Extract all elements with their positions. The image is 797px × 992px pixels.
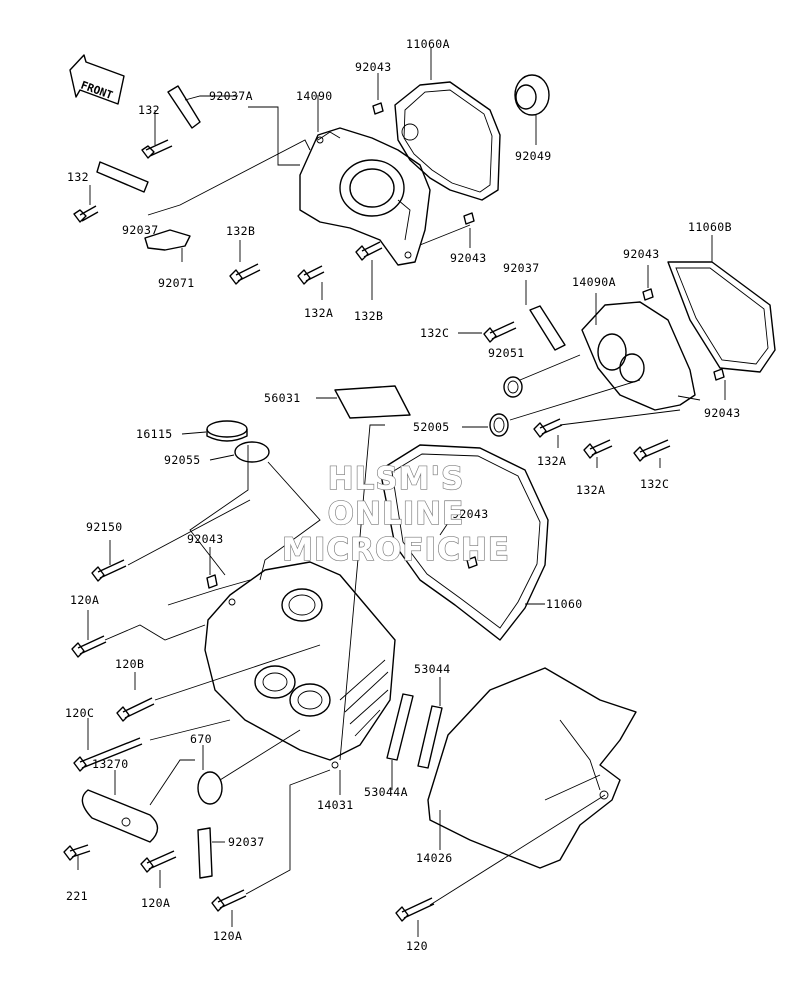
- label-120C: 120C: [65, 706, 94, 720]
- label-14090: 14090: [296, 89, 333, 103]
- label-132C-a: 132C: [420, 326, 449, 340]
- label-92037-c: 92037: [228, 835, 265, 849]
- label-92150: 92150: [86, 520, 123, 534]
- label-92049: 92049: [515, 149, 552, 163]
- label-53044: 53044: [414, 662, 451, 676]
- label-120A-b: 120A: [141, 896, 170, 910]
- label-120B: 120B: [115, 657, 144, 671]
- label-92037A: 92037A: [209, 89, 253, 103]
- label-670: 670: [190, 732, 212, 746]
- label-52005: 52005: [413, 420, 450, 434]
- label-16115: 16115: [136, 427, 173, 441]
- label-92043-a: 92043: [355, 60, 392, 74]
- leader-lines: [77, 48, 726, 937]
- label-14031: 14031: [317, 798, 354, 812]
- label-132-a: 132: [138, 103, 160, 117]
- label-132B-a: 132B: [226, 224, 255, 238]
- label-56031: 56031: [264, 391, 301, 405]
- label-92043-d: 92043: [704, 406, 741, 420]
- guard-14026-drawing: [395, 667, 637, 922]
- label-11060A: 11060A: [406, 37, 450, 51]
- label-92071: 92071: [158, 276, 195, 290]
- cover-14090A-drawing: [483, 261, 776, 462]
- watermark-line-1: HLSM'S: [328, 461, 465, 497]
- label-132A-b: 132A: [537, 454, 566, 468]
- label-132A-a: 132A: [304, 306, 333, 320]
- label-92043-e: 92043: [452, 507, 489, 521]
- label-14090A: 14090A: [572, 275, 616, 289]
- label-92051: 92051: [488, 346, 525, 360]
- label-92043-b: 92043: [450, 251, 487, 265]
- label-120: 120: [406, 939, 428, 953]
- cover-14090-drawing: [73, 74, 550, 285]
- gasket-11060-drawing: [206, 385, 549, 641]
- label-120A-a: 120A: [70, 593, 99, 607]
- front-arrow-icon: FRONT: [69, 54, 125, 105]
- label-11060B: 11060B: [688, 220, 732, 234]
- label-132B-b: 132B: [354, 309, 383, 323]
- housing-14031-drawing: [63, 559, 443, 912]
- label-132-b: 132: [67, 170, 89, 184]
- label-120A-c: 120A: [213, 929, 242, 943]
- watermark-line-2: ONLINE: [328, 496, 465, 532]
- label-92037-a: 92037: [122, 223, 159, 237]
- label-132A-c: 132A: [576, 483, 605, 497]
- watermark: HLSM'S ONLINE MICROFICHE: [281, 460, 510, 568]
- label-53044A: 53044A: [364, 785, 408, 799]
- front-label: FRONT: [79, 79, 115, 103]
- label-132C-b: 132C: [640, 477, 669, 491]
- label-92037-b: 92037: [503, 261, 540, 275]
- label-92043-c: 92043: [623, 247, 660, 261]
- label-92055: 92055: [164, 453, 201, 467]
- label-11060: 11060: [546, 597, 583, 611]
- label-92043-f: 92043: [187, 532, 224, 546]
- label-14026: 14026: [416, 851, 453, 865]
- label-13270: 13270: [92, 757, 129, 771]
- watermark-line-3: MICROFICHE: [282, 532, 510, 568]
- part-labels: 11060A 92043 14090 92037A 132 132 92037 …: [65, 37, 741, 953]
- label-221: 221: [66, 889, 88, 903]
